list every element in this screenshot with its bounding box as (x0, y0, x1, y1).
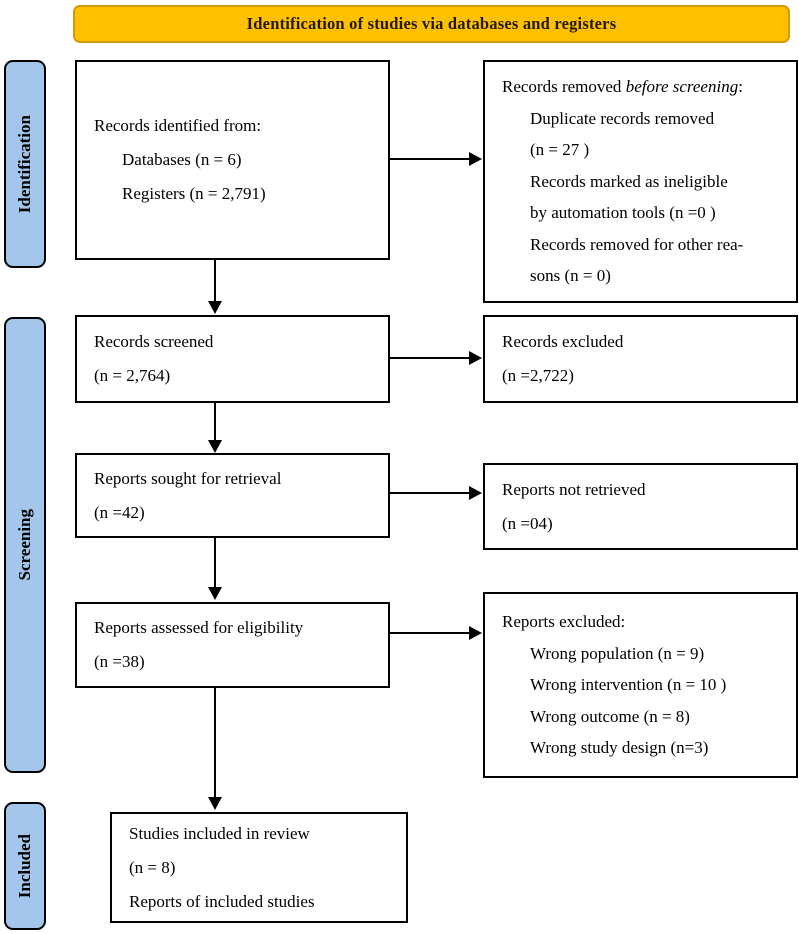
text-line: Wrong population (n = 9) (530, 643, 705, 663)
text-line: Reports not retrieved (502, 479, 646, 499)
text-line: Wrong outcome (n = 8) (530, 706, 690, 726)
arrow-line (390, 357, 470, 359)
text-line: Records removed for other rea- (530, 234, 744, 254)
text-line: Wrong intervention (n = 10 ) (530, 675, 727, 695)
stage-included: Included (4, 802, 46, 930)
stage-identification: Identification (4, 60, 46, 268)
text-line: (n =38) (94, 652, 145, 671)
text-line: (n = 8) (129, 857, 176, 877)
arrow-line (390, 632, 470, 634)
box-studies-included: Studies included in review (n = 8) Repor… (110, 812, 408, 923)
text-line: (n =42) (94, 502, 145, 522)
arrow-right-icon (469, 351, 482, 365)
arrow-line (390, 492, 470, 494)
box-reports-excluded: Reports excluded: Wrong population (n = … (483, 592, 798, 778)
text-line: by automation tools (n =0 ) (530, 203, 716, 223)
text-line: Databases (n = 6) (122, 150, 242, 169)
arrow-right-icon (469, 486, 482, 500)
box-reports-sought: Reports sought for retrieval (n =42) (75, 453, 390, 538)
arrow-down-icon (208, 587, 222, 600)
text-line: (n =04) (502, 513, 553, 533)
text-segment: : (738, 77, 743, 97)
text-line: (n =2,722) (502, 366, 574, 385)
arrow-line (214, 688, 216, 798)
stage-included-label: Included (15, 833, 34, 899)
arrow-down-icon (208, 440, 222, 453)
text-line: Reports assessed for eligibility (94, 618, 304, 637)
box-reports-not-retrieved: Reports not retrieved (n =04) (483, 463, 798, 550)
text-line: Records removed before screening: (502, 71, 788, 103)
arrow-line (214, 538, 216, 588)
text-line: Records identified from: (94, 116, 262, 135)
text-line: (n = 2,764) (94, 366, 171, 385)
text-line: Records screened (94, 332, 214, 351)
arrow-line (214, 260, 216, 302)
box-records-removed: Records removed before screening: Duplic… (483, 60, 798, 303)
box-records-screened: Records screened (n = 2,764) (75, 315, 390, 403)
box-records-excluded: Records excluded (n =2,722) (483, 315, 798, 403)
text-segment: Records removed (502, 77, 626, 97)
text-line: Reports excluded: (502, 612, 626, 632)
arrow-line (214, 403, 216, 441)
box-reports-assessed: Reports assessed for eligibility (n =38) (75, 602, 390, 688)
arrow-right-icon (469, 152, 482, 166)
text-line: Wrong study design (n=3) (530, 738, 709, 758)
text-line: Registers (n = 2,791) (122, 184, 266, 203)
text-line: Records excluded (502, 332, 624, 351)
text-line: Records marked as ineligible (530, 171, 728, 191)
text-line: sons (n = 0) (530, 266, 611, 286)
arrow-down-icon (208, 797, 222, 810)
stage-identification-label: Identification (15, 114, 34, 214)
text-line: Reports sought for retrieval (94, 468, 282, 488)
arrow-right-icon (469, 626, 482, 640)
text-line: Duplicate records removed (530, 108, 715, 128)
arrow-line (390, 158, 470, 160)
stage-screening: Screening (4, 317, 46, 773)
arrow-down-icon (208, 301, 222, 314)
text-line: Reports of included studies (129, 891, 315, 911)
banner-title: Identification of studies via databases … (246, 14, 617, 33)
stage-screening-label: Screening (15, 509, 34, 581)
banner: Identification of studies via databases … (73, 5, 790, 43)
box-records-identified: Records identified from: Databases (n = … (75, 60, 390, 260)
text-line: (n = 27 ) (530, 140, 590, 160)
text-segment-italic: before screening (625, 77, 739, 97)
text-line: Studies included in review (129, 823, 310, 843)
